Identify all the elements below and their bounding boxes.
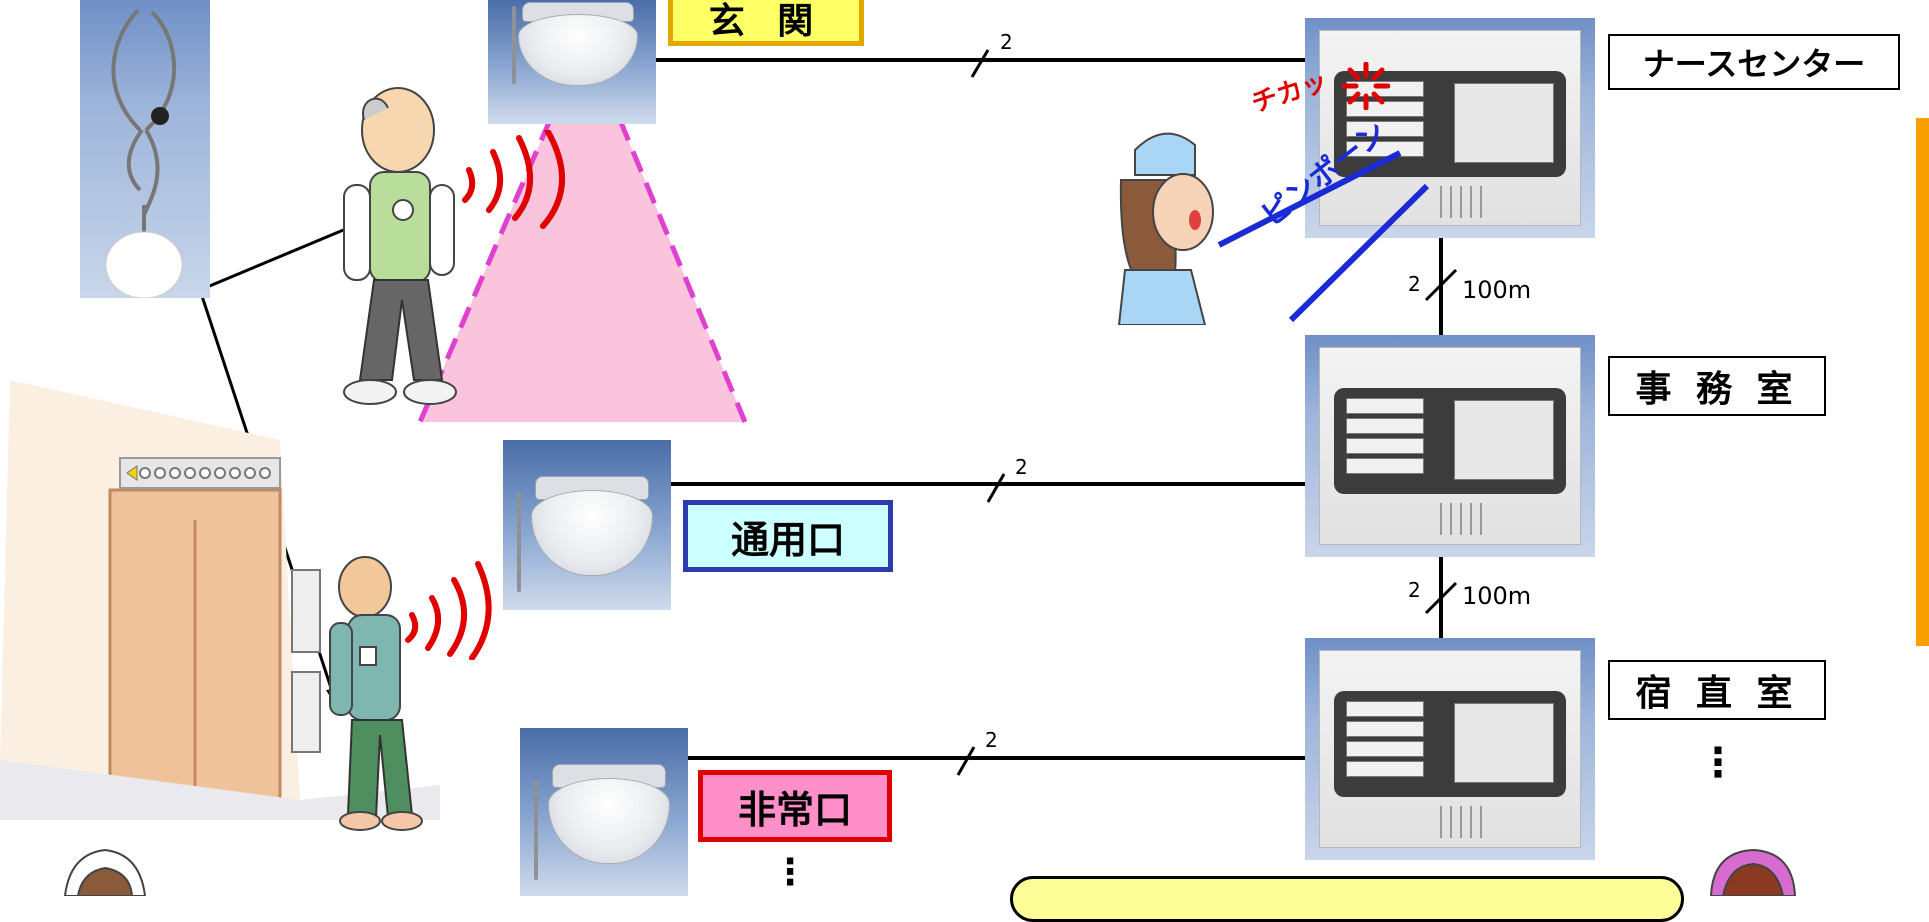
nurse-illustration (1117, 132, 1214, 325)
sensor-service-door-photo (503, 440, 671, 610)
sensor-emergency-exit-photo (520, 728, 688, 896)
radio-wave-icon-2 (405, 561, 492, 660)
room-label-night-duty: 宿 直 室 (1608, 660, 1826, 720)
zone-more-indicator: ⋮ (772, 851, 808, 893)
control-panel-office (1305, 335, 1595, 557)
zone-label-entrance: 玄 関 (668, 0, 864, 46)
slash-entrance (970, 49, 990, 78)
sensor-entrance-photo (488, 0, 656, 124)
room-more-indicator: ⋮ (1698, 740, 1738, 786)
slash-emergency (956, 746, 976, 776)
core-count-entrance: 2 (1000, 30, 1013, 54)
zone-label-emergency-exit: 非常口 (698, 770, 892, 842)
distance-label-2: 100m (1462, 582, 1532, 610)
core-count-service: 2 (1015, 455, 1028, 479)
slash-vertical-2 (1424, 581, 1458, 615)
zone-label-service-door: 通用口 (683, 500, 893, 572)
core-count-vertical-2: 2 (1408, 578, 1421, 602)
room-label-nurse-center: ナースセンター (1608, 34, 1900, 90)
elevator-hall-illustration (0, 380, 440, 820)
core-count-vertical-1: 2 (1408, 272, 1421, 296)
distance-label-1: 100m (1462, 276, 1532, 304)
room-label-office: 事 務 室 (1608, 356, 1826, 416)
pendant-icon (105, 8, 183, 299)
note-callout-box (1010, 876, 1684, 922)
elderly-man-walking (343, 87, 457, 405)
slash-service (986, 473, 1006, 503)
control-panel-night-duty (1305, 638, 1595, 860)
flash-burst-icon (1342, 62, 1390, 110)
man-pressing-button (329, 556, 423, 831)
nurse-avatar-bottom-right (1709, 848, 1797, 896)
slash-vertical-1 (1424, 268, 1458, 302)
pendant-transmitter-photo (80, 0, 210, 299)
chime-lines (1217, 150, 1430, 323)
side-accent-bar (1916, 118, 1929, 646)
core-count-emergency: 2 (985, 728, 998, 752)
control-panel-nurse-center (1305, 18, 1595, 238)
radio-wave-icon (462, 130, 566, 229)
nurse-avatar-bottom-left (63, 848, 147, 896)
